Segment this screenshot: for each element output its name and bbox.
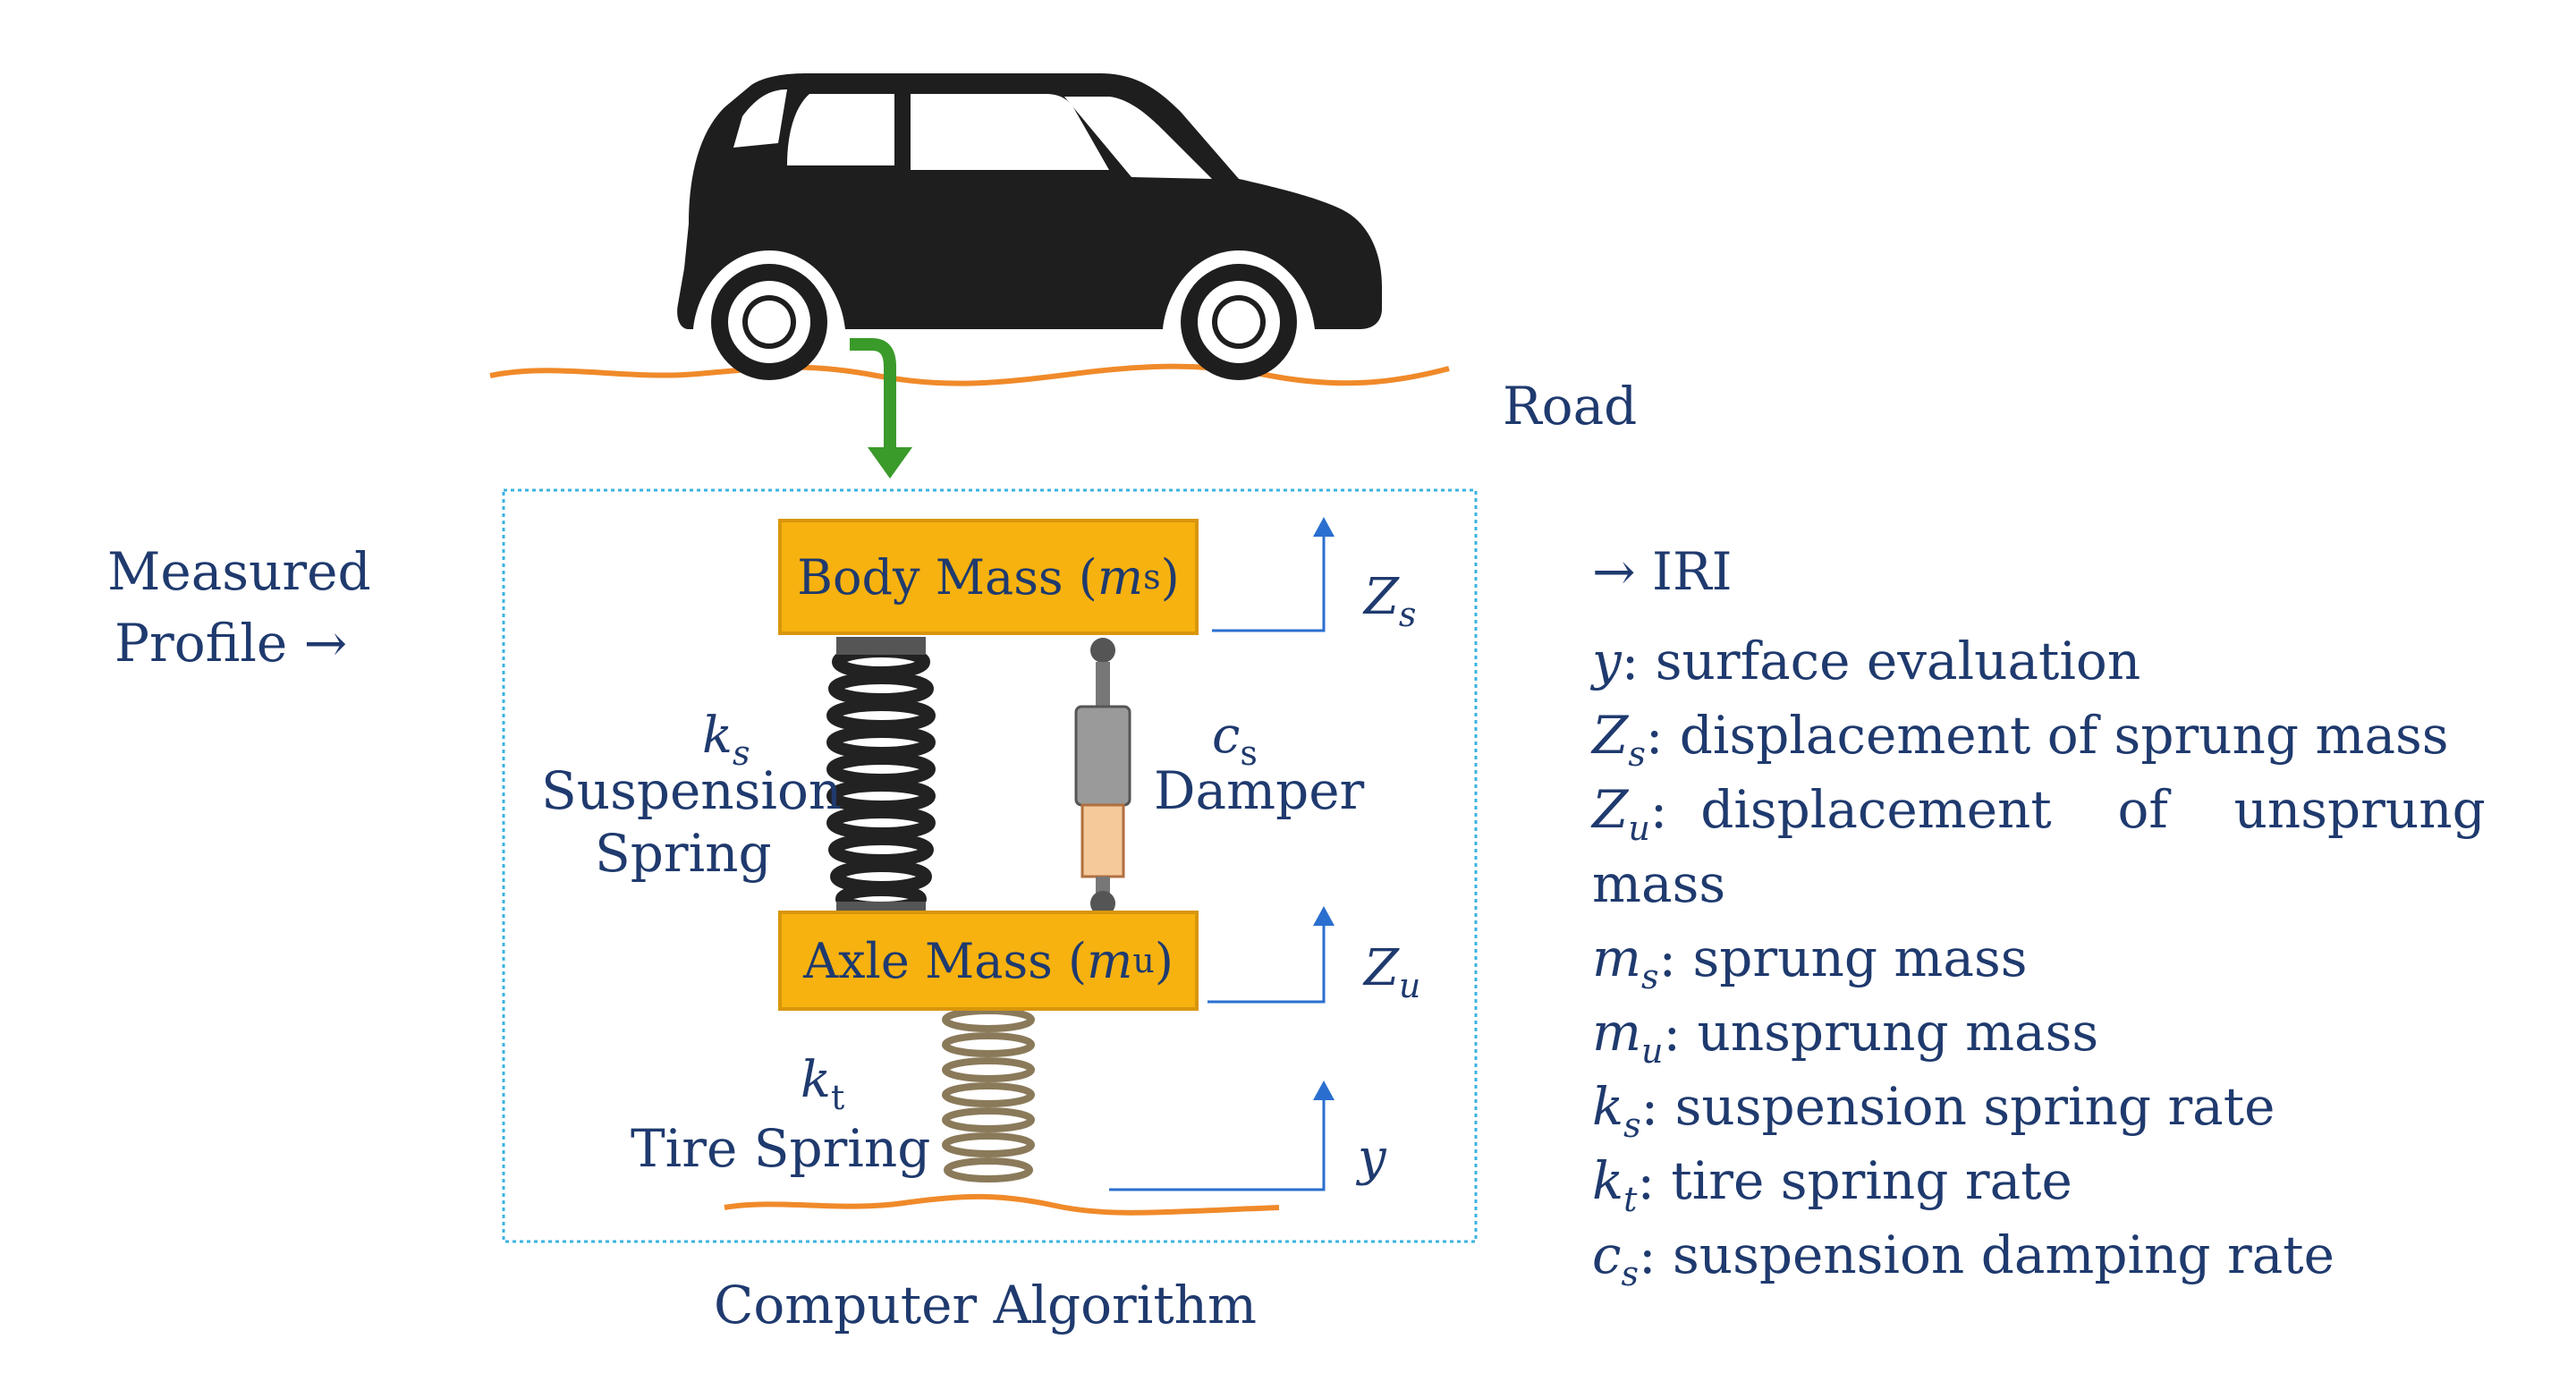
legend-item-cs: cs: suspension damping rate xyxy=(1592,1225,2334,1293)
legend-item-mu: mu: unsprung mass xyxy=(1592,1002,2098,1071)
ks-sub: s xyxy=(732,733,750,773)
measured-profile-line1: Measured xyxy=(107,541,371,602)
legend-sub: u xyxy=(1628,809,1650,848)
zs-label: Zs xyxy=(1364,568,1416,634)
zs-sub: s xyxy=(1398,595,1417,634)
tire-spring-coils xyxy=(942,1007,1035,1182)
zu-sub: u xyxy=(1398,966,1421,1005)
green-arrow xyxy=(850,338,896,447)
suspension-label: Suspension xyxy=(541,760,843,821)
legend-text: : displacement of sprung mass xyxy=(1645,705,2449,766)
zs-symbol: Z xyxy=(1364,568,1399,626)
road-surface-line xyxy=(489,363,1450,386)
cs-symbol: c xyxy=(1212,707,1241,765)
body-mass-label: Body Mass ( xyxy=(797,548,1097,606)
legend-sym: Z xyxy=(1592,705,1629,766)
tire-spring-label: Tire Spring xyxy=(631,1118,931,1179)
legend-sym: m xyxy=(1592,1002,1641,1063)
legend-sym: m xyxy=(1592,928,1641,988)
legend-item-zs: Zs: displacement of sprung mass xyxy=(1592,705,2449,774)
suspension-spring-coils xyxy=(826,645,936,914)
legend-sub: s xyxy=(1628,734,1646,774)
damper-symbol: cs xyxy=(1212,707,1258,773)
axis-zu xyxy=(1208,921,1326,1004)
kt-sub: t xyxy=(830,1078,845,1117)
legend-item-kt: kt: tire spring rate xyxy=(1592,1150,2072,1219)
suspension-spring-symbol: ks xyxy=(702,707,750,773)
body-mass-sub: s xyxy=(1143,557,1161,597)
legend-sub: t xyxy=(1623,1180,1638,1219)
legend-item-zu: Zu: displacement of unsprung xyxy=(1592,779,2486,848)
spring-label: Spring xyxy=(595,823,772,884)
damper-shape xyxy=(1074,638,1131,916)
kt-symbol: k xyxy=(801,1051,831,1109)
measured-profile-line2: Profile → xyxy=(114,613,348,674)
algorithm-label: Computer Algorithm xyxy=(714,1275,1257,1335)
damper-label: Damper xyxy=(1154,760,1365,821)
tire-spring-symbol: kt xyxy=(801,1051,844,1117)
legend-item-mass: mass xyxy=(1592,853,1725,914)
axis-zs xyxy=(1212,532,1326,632)
zu-label: Zu xyxy=(1364,939,1420,1005)
legend-text: : suspension spring rate xyxy=(1640,1076,2275,1137)
legend-text: : surface evaluation xyxy=(1621,631,2141,691)
body-mass-symbol: m xyxy=(1097,548,1144,606)
legend-sub: s xyxy=(1621,1254,1639,1293)
legend-sub: u xyxy=(1641,1031,1664,1071)
legend-sym: k xyxy=(1592,1150,1624,1211)
legend-text: : tire spring rate xyxy=(1637,1150,2072,1211)
road-bottom-line xyxy=(724,1193,1280,1216)
iri-label: → IRI xyxy=(1592,541,1733,602)
y-label: y xyxy=(1358,1129,1386,1187)
road-label: Road xyxy=(1503,376,1638,436)
axis-y xyxy=(1109,1096,1326,1191)
zu-symbol: Z xyxy=(1364,939,1399,997)
legend-text: : sprung mass xyxy=(1658,928,2028,988)
cs-sub: s xyxy=(1240,733,1258,773)
legend-text: mass xyxy=(1592,853,1726,914)
legend-text: : displacement of unsprung xyxy=(1649,779,2486,840)
legend-text: : unsprung mass xyxy=(1663,1002,2099,1063)
legend-sym: Z xyxy=(1592,779,1629,840)
ks-symbol: k xyxy=(702,707,733,765)
green-arrow-head xyxy=(868,447,912,479)
algorithm-frame xyxy=(502,488,1478,1243)
legend-sym: c xyxy=(1592,1225,1622,1285)
axle-mass-sub: u xyxy=(1132,941,1155,980)
body-mass-suffix: ) xyxy=(1160,548,1180,606)
axle-mass-suffix: ) xyxy=(1154,932,1174,989)
legend-sub: s xyxy=(1641,957,1659,996)
legend-item-ks: ks: suspension spring rate xyxy=(1592,1076,2275,1145)
legend-sym: k xyxy=(1592,1076,1624,1137)
axle-mass-label: Axle Mass ( xyxy=(803,932,1088,989)
legend-sub: s xyxy=(1623,1106,1641,1145)
legend-item-y: y: surface evaluation xyxy=(1592,631,2140,699)
legend-text: : suspension damping rate xyxy=(1639,1225,2334,1285)
legend-item-ms: ms: sprung mass xyxy=(1592,928,2028,996)
legend-sym: y xyxy=(1592,631,1622,691)
axle-mass-symbol: m xyxy=(1087,932,1133,989)
